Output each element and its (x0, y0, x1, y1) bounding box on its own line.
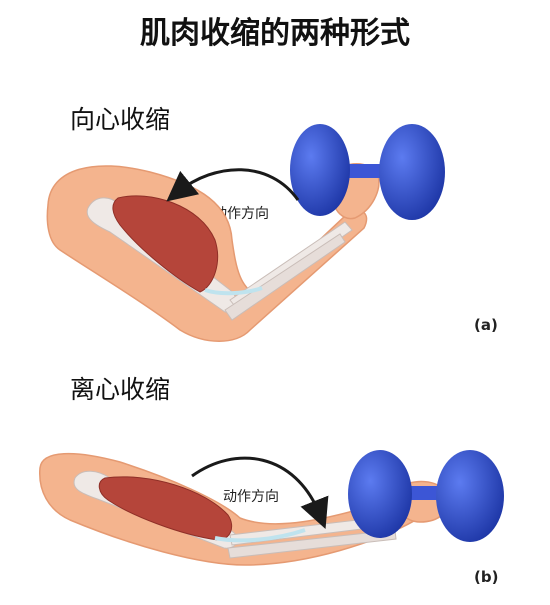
panel-b-heading: 离心收缩 (70, 375, 171, 404)
panel-a-forearm-bone-2 (224, 233, 346, 321)
page-title: 肌肉收缩的两种形式 (140, 16, 410, 51)
panel-b-arrow-label: 动作方向 (223, 489, 279, 505)
panel-b-weight-right (436, 450, 504, 542)
panel-a-direction-arrow (166, 168, 300, 202)
panel-a-tag: (a) (474, 316, 498, 334)
panel-a-arm (46, 163, 380, 342)
panel-b-weight-left (348, 450, 412, 538)
panel-a-weight-right (379, 124, 445, 220)
panel-a-tendon (204, 286, 263, 296)
panel-b-tag: (b) (474, 568, 499, 586)
panel-a-dumbbell (290, 124, 445, 220)
panel-b-direction-arrow (191, 456, 329, 529)
panel-b-forearm-bone-2 (227, 529, 397, 559)
panel-b-tendon (214, 528, 306, 543)
panel-a-biceps (112, 195, 219, 293)
panel-a-weight-left (290, 124, 350, 216)
panel-a-heading: 向心收缩 (70, 105, 171, 134)
panel-b-dumbbell (348, 450, 504, 542)
